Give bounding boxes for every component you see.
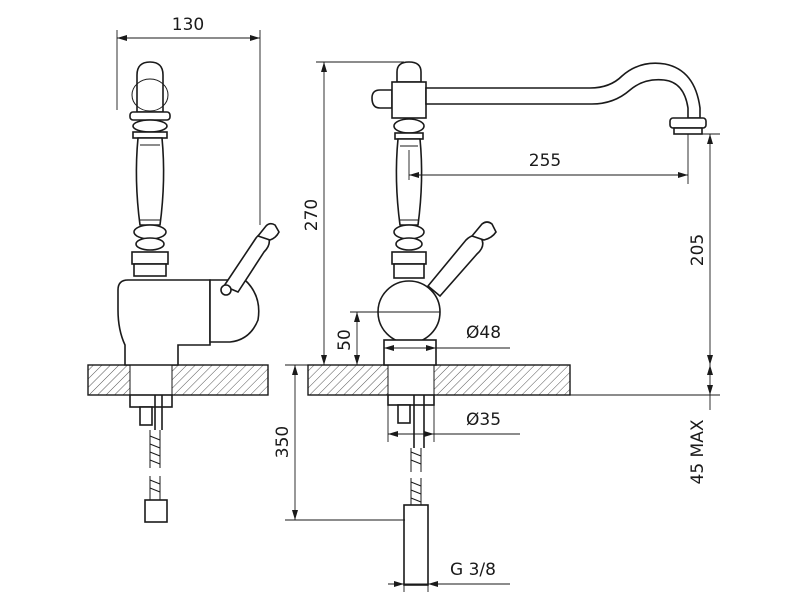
dimension-205 — [700, 133, 720, 365]
dimension-d35 — [387, 395, 520, 442]
dimension-45max-label: 45 MAX — [688, 419, 708, 484]
dimension-g38-label: G 3/8 — [450, 560, 496, 580]
countertop-side-view — [87, 364, 269, 396]
countertop-front-view — [307, 364, 571, 396]
dimension-350 — [285, 364, 405, 521]
dimension-205-label: 205 — [688, 234, 708, 266]
dimension-130 — [116, 30, 261, 225]
dimension-d35-label: Ø35 — [466, 410, 501, 430]
dimension-270 — [316, 61, 404, 365]
faucet-side-view — [117, 61, 280, 523]
dimension-270-label: 270 — [302, 199, 322, 231]
dimension-d48 — [383, 340, 510, 352]
dimension-45max — [570, 365, 720, 410]
dimension-350-label: 350 — [273, 426, 293, 458]
dimension-d48-label: Ø48 — [466, 323, 501, 343]
dimension-g38 — [388, 575, 510, 592]
dimension-50-label: 50 — [335, 329, 355, 351]
faucet-front-view — [371, 61, 707, 586]
dimension-255 — [408, 134, 689, 184]
dimension-255-label: 255 — [529, 151, 561, 171]
dimension-130-label: 130 — [172, 15, 204, 35]
dimension-50 — [350, 311, 384, 365]
